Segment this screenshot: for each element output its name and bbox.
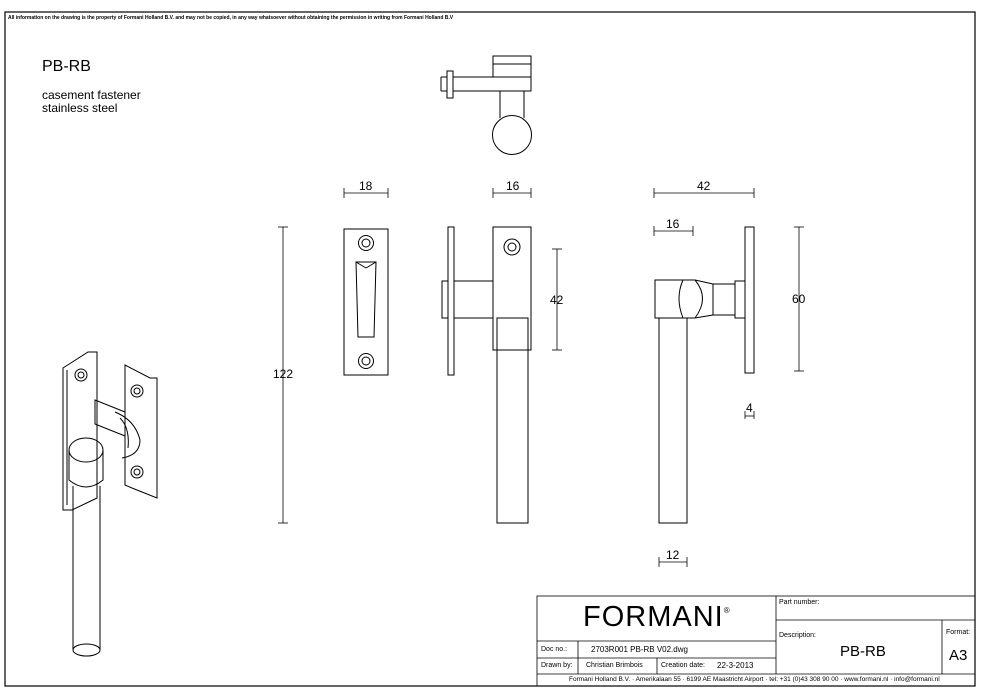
sheet-border [4,11,976,687]
dimension-lines [278,188,804,567]
description-label: Description: [779,632,816,639]
front-view-handle [441,226,532,524]
drawn-by-value: Christian Brimbois [586,662,643,669]
front-view-plate [343,228,389,376]
format-label: Format: [946,629,971,636]
perspective-view [62,351,158,657]
dimension-plate-width: 18 [359,179,373,193]
creation-date-value: 22-3-2013 [717,661,754,670]
dimension-side-width: 16 [506,179,520,193]
part-number-label: Part number: [779,599,820,606]
top-view [440,55,532,155]
formani-logo: FORMANI® [583,601,731,634]
creation-date-label: Creation date: [661,662,705,669]
drawn-by-label: Drawn by: [541,662,573,669]
product-code: PB-RB [42,58,91,75]
product-description-line1: casement fastener [42,88,141,102]
doc-no-label: Doc no.: [541,646,568,653]
dimension-plate-thickness: 4 [746,401,753,415]
dimension-bar-width: 12 [666,548,680,562]
product-description-line2: stainless steel [42,101,118,115]
brand-name: FORMANI [583,601,724,633]
registered-mark: ® [723,606,731,615]
dimension-overall-height: 122 [273,367,294,381]
legal-notice: All information on the drawing is the pr… [8,15,454,21]
format-value: A3 [949,647,968,664]
dimension-screw-spacing: 42 [550,293,564,307]
dimension-handle-depth: 42 [697,179,711,193]
side-view [654,226,755,524]
doc-no-value: 2703R001 PB-RB V02.dwg [591,645,688,654]
dimension-side-height: 60 [792,292,806,306]
description-value: PB-RB [840,643,886,660]
title-block-lines [536,595,976,687]
footer-address: Formani Holland B.V. · Amerikalaan 55 · … [569,676,940,683]
dimension-handle-offset: 16 [666,217,680,231]
